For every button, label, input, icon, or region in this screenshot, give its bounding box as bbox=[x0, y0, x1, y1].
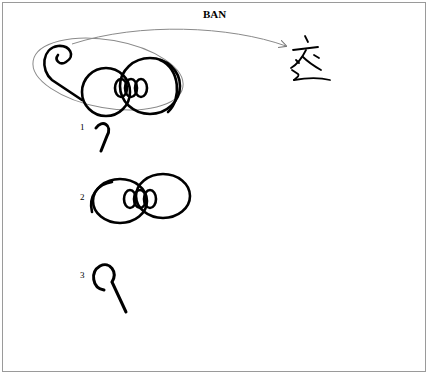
title: BAN bbox=[203, 8, 226, 20]
step-number: 1 bbox=[80, 122, 85, 132]
frame bbox=[2, 2, 426, 372]
step-number: 2 bbox=[80, 192, 85, 202]
step-number: 3 bbox=[80, 270, 85, 280]
